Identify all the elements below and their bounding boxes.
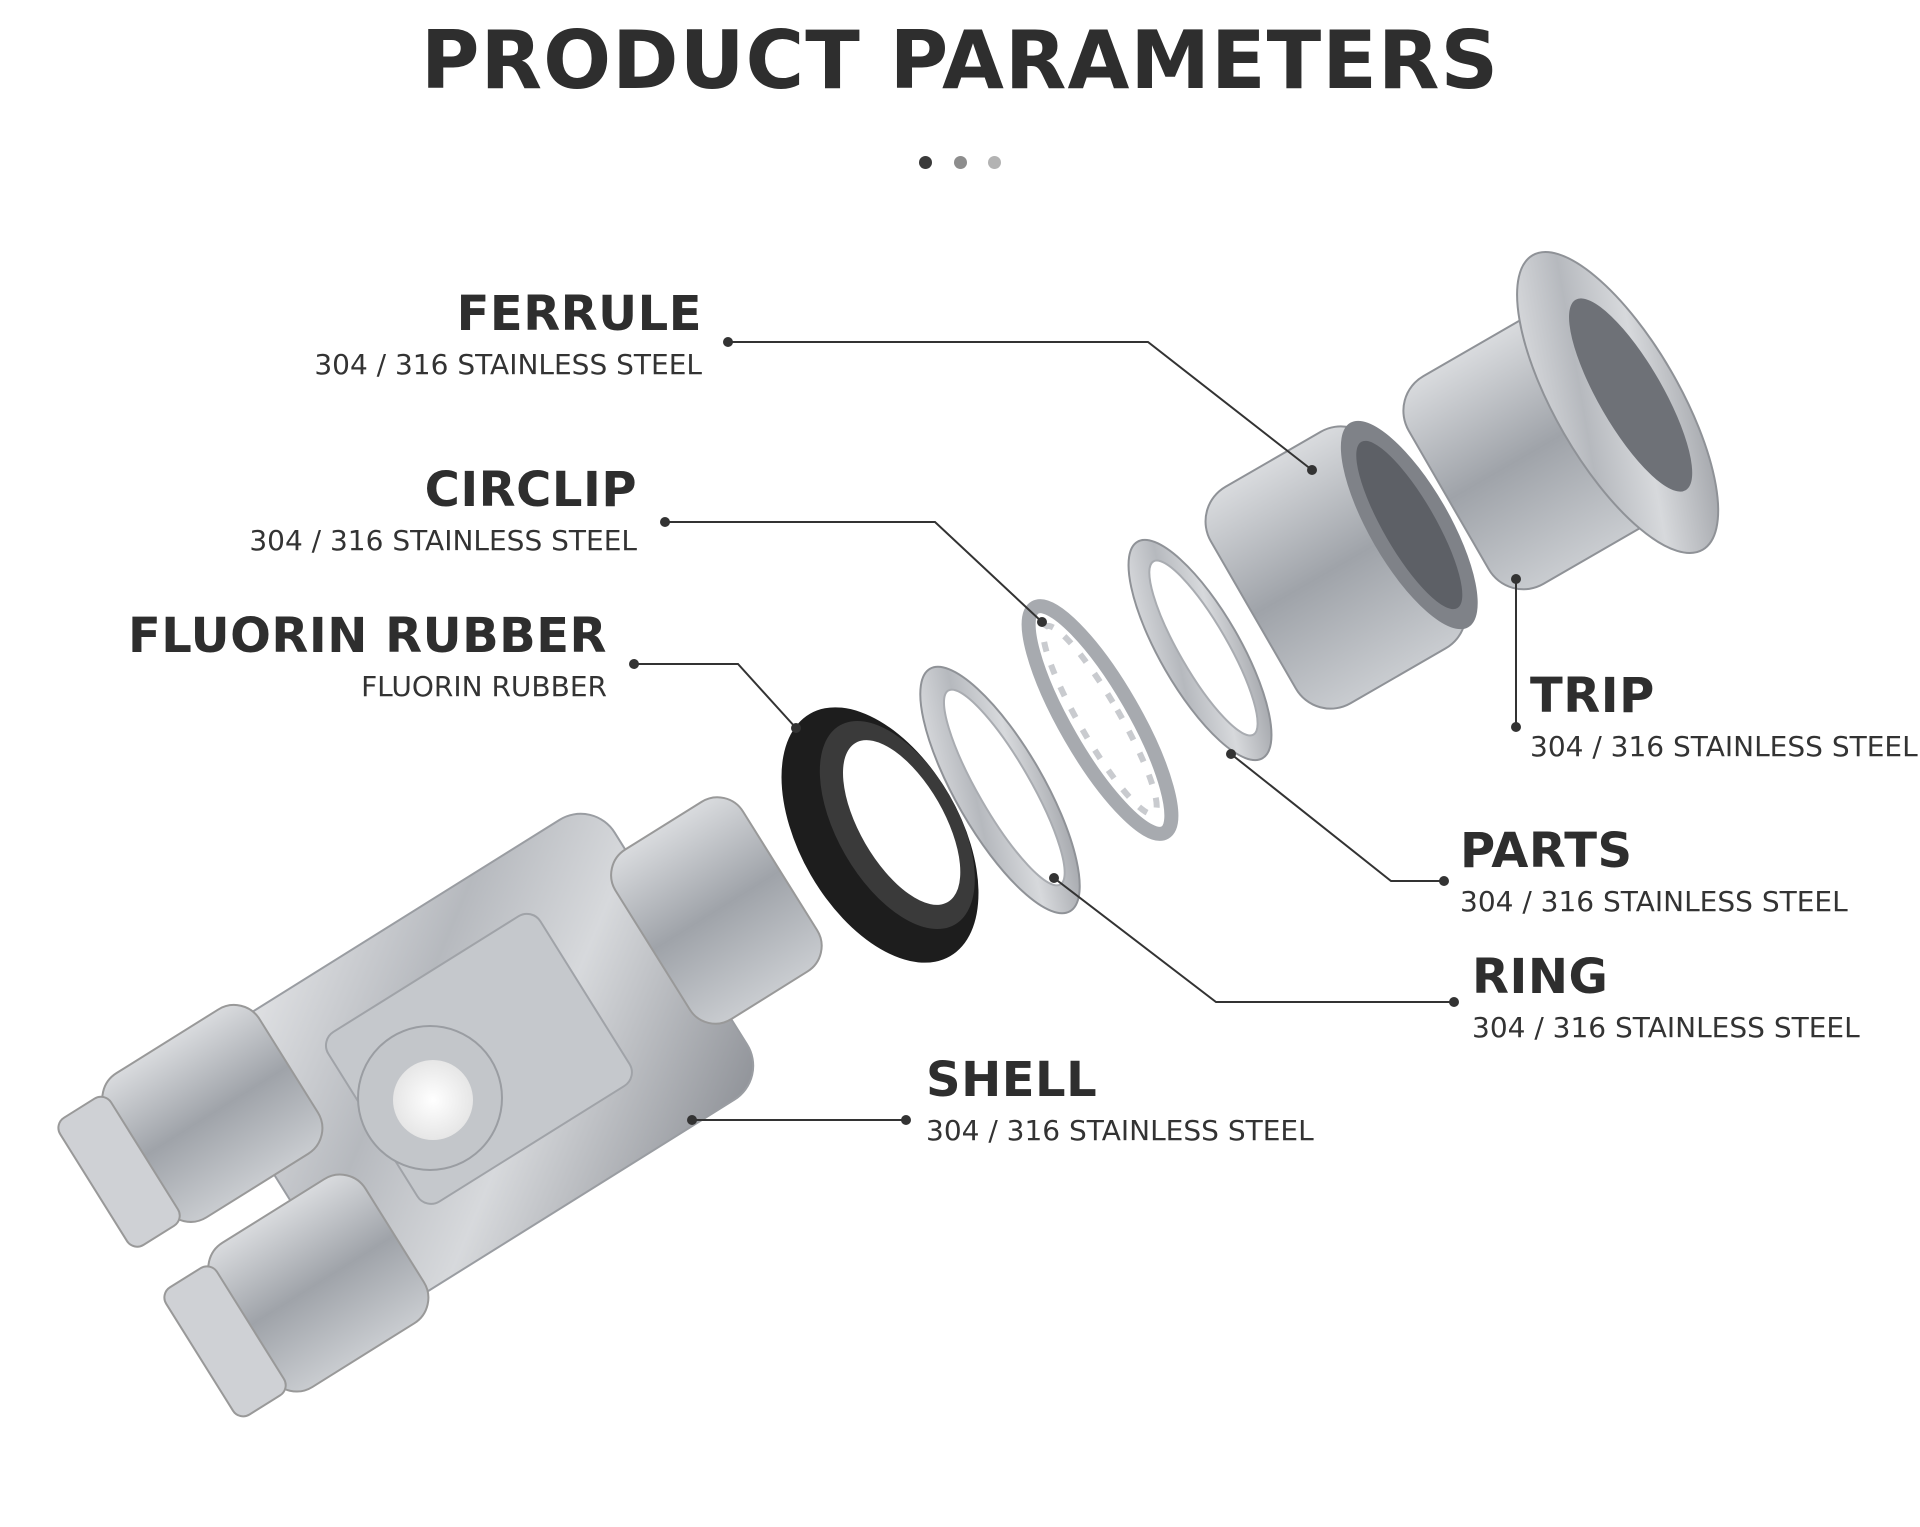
- part-name: FERRULE: [456, 286, 702, 342]
- carousel-dot[interactable]: [919, 156, 933, 169]
- carousel-dot[interactable]: [953, 156, 967, 169]
- part-material: 304 / 316 STAINLESS STEEL: [249, 524, 637, 557]
- label-fluorin-rubber: FLUORIN RUBBER FLUORIN RUBBER: [128, 608, 607, 704]
- part-material: 304 / 316 STAINLESS STEEL: [1530, 730, 1918, 763]
- part-material: 304 / 316 STAINLESS STEEL: [1472, 1011, 1860, 1044]
- ferrule-part: [1204, 420, 1478, 710]
- part-material: 304 / 316 STAINLESS STEEL: [926, 1114, 1314, 1147]
- leader-line-ring: [1053, 877, 1454, 1003]
- circlip-part: [1021, 599, 1179, 841]
- part-name: TRIP: [1530, 668, 1655, 724]
- leader-dots: [629, 337, 1521, 1125]
- part-name: RING: [1472, 949, 1609, 1005]
- shell-part: [57, 796, 823, 1418]
- trip-part: [1402, 251, 1720, 591]
- carousel-dot[interactable]: [987, 156, 1001, 169]
- carousel-dots: [0, 154, 1920, 173]
- label-circlip: CIRCLIP 304 / 316 STAINLESS STEEL: [249, 462, 637, 558]
- part-name: CIRCLIP: [424, 462, 637, 518]
- parts-washer-part: [1127, 538, 1273, 762]
- label-parts: PARTS 304 / 316 STAINLESS STEEL: [1460, 823, 1848, 919]
- fluorin-rubber-part: [781, 707, 979, 963]
- part-name: PARTS: [1460, 823, 1633, 879]
- label-trip: TRIP 304 / 316 STAINLESS STEEL: [1530, 668, 1918, 764]
- leader-line-parts: [1230, 753, 1444, 882]
- leader-line-ferrule: [728, 341, 1313, 471]
- part-name: FLUORIN RUBBER: [127, 608, 607, 664]
- page-title: PRODUCT PARAMETERS: [420, 14, 1500, 107]
- label-ring: RING 304 / 316 STAINLESS STEEL: [1472, 949, 1860, 1045]
- label-shell: SHELL 304 / 316 STAINLESS STEEL: [926, 1052, 1314, 1148]
- leader-lines: [634, 341, 1517, 1121]
- ring-part: [919, 665, 1081, 915]
- part-material: 304 / 316 STAINLESS STEEL: [314, 348, 702, 381]
- part-name: SHELL: [926, 1052, 1098, 1108]
- leader-line-circlip: [665, 521, 1043, 623]
- leader-line-fluorin: [634, 663, 797, 729]
- part-material: 304 / 316 STAINLESS STEEL: [1460, 885, 1848, 918]
- part-material: FLUORIN RUBBER: [361, 670, 607, 703]
- label-ferrule: FERRULE 304 / 316 STAINLESS STEEL: [314, 286, 702, 382]
